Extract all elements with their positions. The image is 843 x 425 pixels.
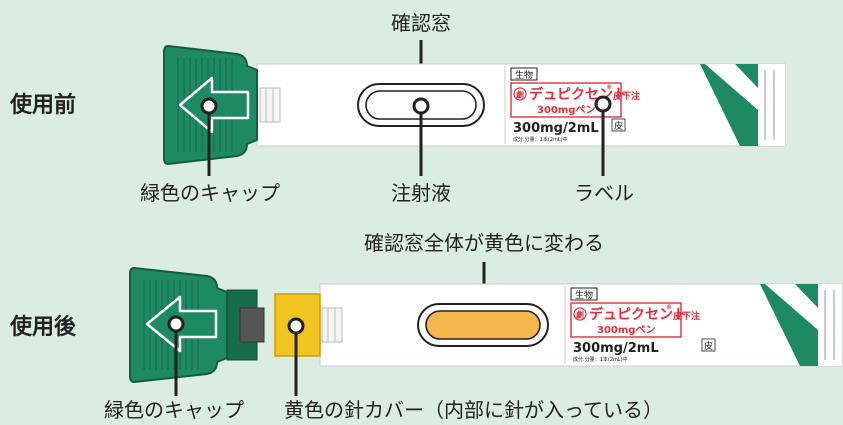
label-route-after: 皮下注 [672, 310, 700, 322]
label-strength: 300mgペン [537, 105, 595, 116]
label-dose-route: 皮 [614, 120, 623, 132]
callouts-before [200, 95, 612, 176]
callouts-after [167, 315, 305, 396]
label-logo-mark-after: 劇 [575, 310, 584, 320]
label-needle-cover: 黄色の針カバー（内部に針が入っている） [284, 398, 663, 422]
label-brand-after: デュピクセント [589, 306, 687, 323]
label-dose-route-after: 皮 [704, 340, 713, 352]
label-category: 生物 [515, 69, 533, 81]
window-label-before: 確認窓 [391, 11, 451, 35]
label-strength-after: 300mgペン [597, 325, 655, 336]
product-label-after: 生物 劇 デュピクセント ® 皮下注 300mgペン 300mg/2mL 皮 成… [564, 286, 716, 364]
pen-ridges-before [259, 87, 281, 123]
label-composition-after: 成分:分量：1本(2mL)中 [573, 356, 628, 363]
window-label-after: 確認窓全体が黄色に変わる [364, 231, 604, 255]
pen-before-use: 使用前 確認窓 [9, 11, 786, 205]
label-category-after: 生物 [575, 289, 593, 301]
label-label: ラベル [574, 181, 634, 205]
pen-after-use: 使用後 確認窓全体が黄色に変わる [9, 231, 843, 422]
label-composition: 成分:分量：1本(2mL)中 [513, 136, 568, 143]
label-dose: 300mg/2mL [513, 121, 599, 136]
label-dose-after: 300mg/2mL [573, 341, 659, 356]
label-green-cap-before: 緑色のキャップ [140, 181, 280, 205]
label-registered-after: ® [666, 304, 672, 311]
pen-ridges-after [321, 307, 343, 343]
label-route: 皮下注 [612, 90, 640, 102]
label-fluid: 注射液 [391, 181, 451, 205]
side-label-before: 使用前 [9, 92, 76, 118]
side-label-after: 使用後 [9, 314, 77, 340]
label-registered: ® [606, 84, 612, 91]
label-logo-mark: 劇 [515, 90, 524, 100]
label-green-cap-after: 緑色のキャップ [104, 398, 244, 422]
